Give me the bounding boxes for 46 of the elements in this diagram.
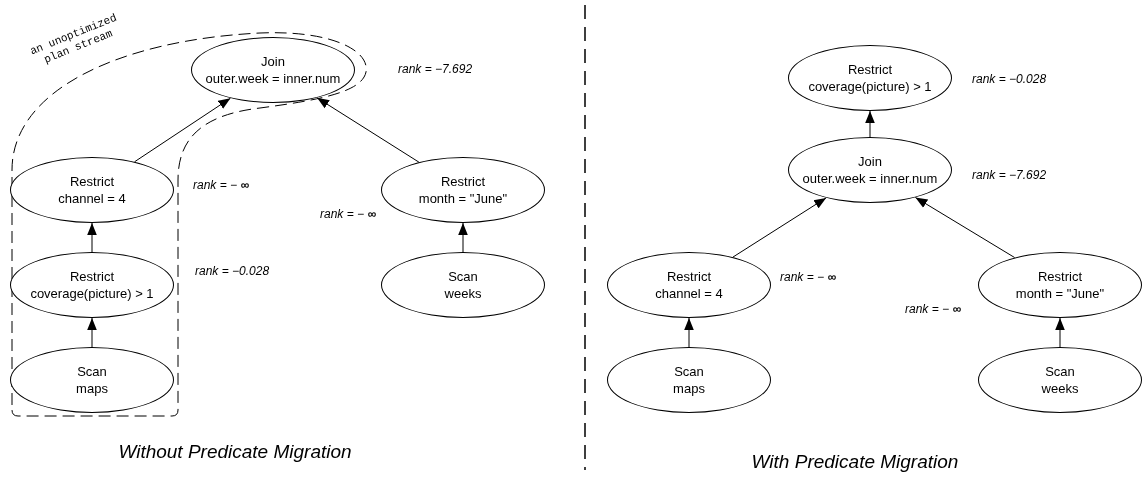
rank-label: rank = − ∞ xyxy=(193,177,249,194)
predicate-text: coverage(picture) > 1 xyxy=(808,78,932,95)
operator-ellipse xyxy=(10,157,174,223)
arrow xyxy=(316,97,420,163)
rank-label: rank = −7.692 xyxy=(972,167,1047,184)
caption-text: With Predicate Migration xyxy=(750,450,960,474)
predicate-text: outer.week = inner.num xyxy=(802,170,938,187)
operator-name: Join xyxy=(261,53,285,70)
rank-label: rank = − ∞ xyxy=(905,301,961,318)
arrow xyxy=(134,97,231,163)
rank-label: rank = −0.028 xyxy=(972,71,1047,88)
operator-name: Join xyxy=(858,153,882,170)
arrow xyxy=(87,317,97,348)
arrow xyxy=(865,110,875,138)
predicate-text: weeks xyxy=(1041,380,1079,397)
arrow xyxy=(914,197,1016,258)
rank-label: rank = − ∞ xyxy=(320,206,376,223)
operator-name: Scan xyxy=(1045,363,1075,380)
predicate-text: maps xyxy=(673,380,705,397)
operator-name: Restrict xyxy=(69,173,115,190)
rank-label: rank = −0.028 xyxy=(195,263,270,280)
predicate-text: month = "June" xyxy=(418,190,508,207)
rank-label: rank = −7.692 xyxy=(398,61,473,78)
predicate-text: maps xyxy=(76,380,108,397)
arrow xyxy=(87,222,97,253)
operator-name: Restrict xyxy=(1037,268,1083,285)
arrow xyxy=(732,197,827,258)
predicate-text: coverage(picture) > 1 xyxy=(30,285,154,302)
operator-name: Scan xyxy=(674,363,704,380)
operator-name: Restrict xyxy=(666,268,712,285)
operator-name: Scan xyxy=(448,268,478,285)
predicate-text: outer.week = inner.num xyxy=(205,70,341,87)
operator-name: Restrict xyxy=(440,173,486,190)
operator-name: Restrict xyxy=(847,61,893,78)
caption-text: Without Predicate Migration xyxy=(117,440,353,464)
predicate-text: channel = 4 xyxy=(655,285,723,302)
predicate-text: channel = 4 xyxy=(58,190,126,207)
arrow xyxy=(458,222,468,253)
arrow xyxy=(1055,317,1065,348)
rank-label: rank = − ∞ xyxy=(780,269,836,286)
arrow xyxy=(684,317,694,348)
operator-ellipse xyxy=(10,347,174,413)
operator-name: Restrict xyxy=(69,268,115,285)
operator-name: Scan xyxy=(77,363,107,380)
predicate-text: month = "June" xyxy=(1015,285,1105,302)
predicate-text: weeks xyxy=(444,285,482,302)
